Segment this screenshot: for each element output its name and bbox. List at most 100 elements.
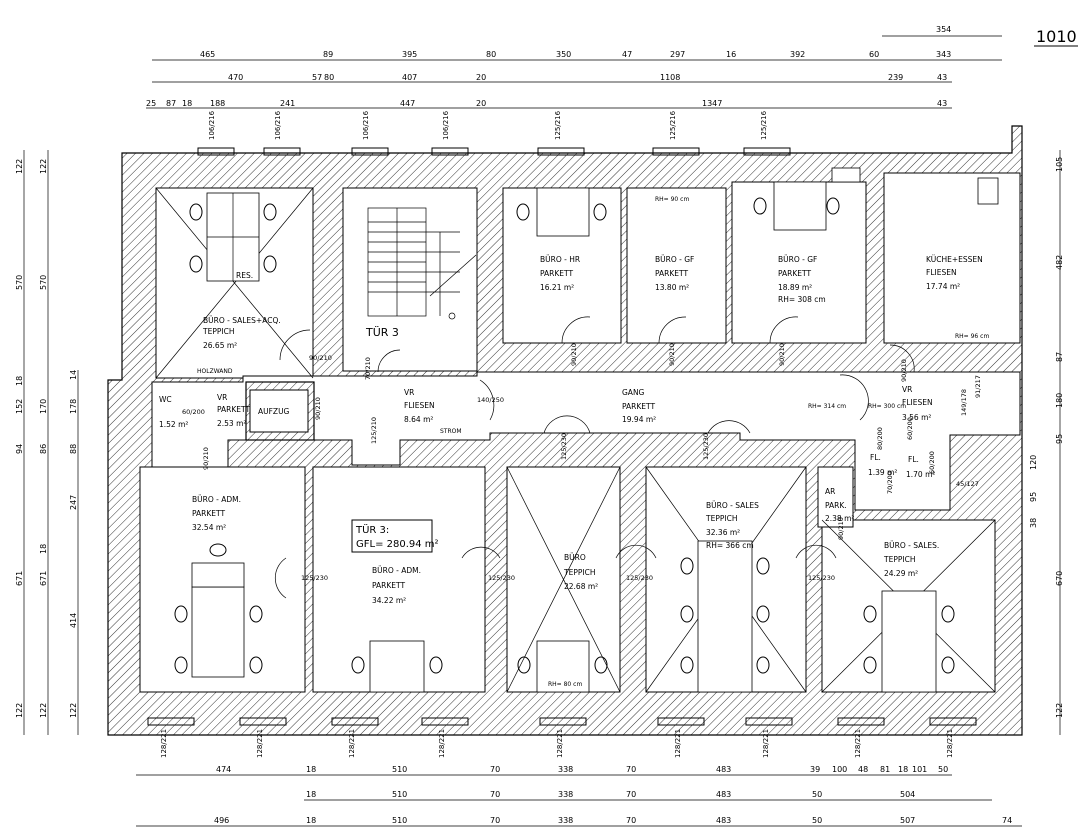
svg-text:1.52 m²: 1.52 m² <box>159 420 188 429</box>
svg-text:70: 70 <box>490 765 500 774</box>
svg-text:125/230: 125/230 <box>301 574 328 582</box>
svg-text:354: 354 <box>936 25 951 34</box>
svg-text:22.68 m²: 22.68 m² <box>564 582 598 591</box>
sheet-number: 1010 <box>1034 27 1078 47</box>
svg-text:74: 74 <box>1002 816 1012 825</box>
windows-top <box>197 147 791 156</box>
svg-text:120: 120 <box>1029 455 1038 470</box>
svg-text:483: 483 <box>716 765 731 774</box>
svg-text:90/210: 90/210 <box>778 343 786 366</box>
svg-text:87: 87 <box>166 99 176 108</box>
svg-text:48: 48 <box>858 765 868 774</box>
svg-text:8.64 m²: 8.64 m² <box>404 415 433 424</box>
svg-text:88: 88 <box>69 444 78 454</box>
svg-text:122: 122 <box>39 159 48 174</box>
svg-text:3.56 m²: 3.56 m² <box>902 413 931 422</box>
svg-text:PARK.: PARK. <box>825 501 847 510</box>
svg-text:125/216: 125/216 <box>760 110 768 140</box>
svg-text:STROM: STROM <box>440 428 462 435</box>
svg-text:106/216: 106/216 <box>442 110 450 140</box>
misc-labels: HOLZWAND STROM RH= 314 cm RH= 300 cm RH=… <box>197 196 989 688</box>
svg-text:BÜRO - SALES: BÜRO - SALES <box>706 501 759 510</box>
svg-text:70: 70 <box>490 790 500 799</box>
svg-text:FLIESEN: FLIESEN <box>926 268 957 277</box>
svg-text:106/216: 106/216 <box>208 110 216 140</box>
svg-text:90/210: 90/210 <box>202 447 210 470</box>
svg-text:125/210: 125/210 <box>370 417 378 444</box>
svg-text:RH= 300 cm: RH= 300 cm <box>868 403 906 410</box>
svg-text:128/221: 128/221 <box>256 729 264 758</box>
svg-text:94: 94 <box>15 444 24 454</box>
svg-text:14: 14 <box>69 370 78 380</box>
svg-text:507: 507 <box>900 816 915 825</box>
furniture <box>191 167 999 693</box>
svg-text:32.36 m²: 32.36 m² <box>706 528 740 537</box>
door-tags: 90/210 70/210 90/210 90/210 90/210 90/21… <box>182 343 982 582</box>
svg-text:241: 241 <box>280 99 295 108</box>
svg-text:510: 510 <box>392 765 407 774</box>
svg-text:PARKETT: PARKETT <box>217 405 250 414</box>
svg-text:70/200: 70/200 <box>886 471 894 494</box>
svg-text:FLIESEN: FLIESEN <box>404 401 435 410</box>
windows-bottom <box>147 717 977 726</box>
svg-text:18: 18 <box>182 99 192 108</box>
floor-summary: TÜR 3: GFL= 280.94 m² <box>351 519 439 553</box>
svg-text:510: 510 <box>392 790 407 799</box>
svg-text:670: 670 <box>1055 571 1064 586</box>
lift: AUFZUG <box>245 381 315 441</box>
svg-text:PARKETT: PARKETT <box>655 269 688 278</box>
svg-text:BÜRO - SALES+ACQ.: BÜRO - SALES+ACQ. <box>203 316 281 325</box>
svg-text:105: 105 <box>1055 157 1064 172</box>
svg-text:BÜRO: BÜRO <box>564 553 586 562</box>
svg-text:60/200: 60/200 <box>906 417 914 440</box>
svg-text:125/230: 125/230 <box>808 574 835 582</box>
svg-text:19.94 m²: 19.94 m² <box>622 415 656 424</box>
svg-text:BÜRO - GF: BÜRO - GF <box>778 255 817 264</box>
svg-text:18: 18 <box>15 376 24 386</box>
svg-text:38: 38 <box>1029 518 1038 528</box>
svg-text:247: 247 <box>69 495 78 510</box>
svg-text:1010: 1010 <box>1036 27 1077 46</box>
svg-text:70: 70 <box>626 765 636 774</box>
dims-top-row3: 25 87 18 188 241 447 20 1347 43 <box>146 99 947 108</box>
svg-text:125/230: 125/230 <box>488 574 515 582</box>
svg-text:343: 343 <box>936 50 951 59</box>
dims-right: 105 482 87 180 95 120 95 38 670 122 <box>1029 157 1064 718</box>
svg-text:50: 50 <box>812 790 822 799</box>
svg-text:128/221: 128/221 <box>348 729 356 758</box>
svg-text:122: 122 <box>1055 703 1064 718</box>
svg-text:122: 122 <box>15 159 24 174</box>
svg-text:TEPPICH: TEPPICH <box>883 555 915 564</box>
dims-bottom-row2: 18 510 70 338 70 483 50 504 <box>306 790 915 799</box>
stair <box>367 207 477 320</box>
svg-text:70: 70 <box>626 816 636 825</box>
svg-text:FL.: FL. <box>908 455 919 464</box>
svg-text:89: 89 <box>323 50 333 59</box>
dims-bottom-row1: 474 18 510 70 338 70 483 39 100 48 81 18… <box>216 765 948 774</box>
svg-text:GFL= 280.94 m²: GFL= 280.94 m² <box>356 539 439 550</box>
svg-text:239: 239 <box>888 73 903 82</box>
svg-text:VR: VR <box>217 393 227 402</box>
svg-text:KÜCHE+ESSEN: KÜCHE+ESSEN <box>926 255 983 264</box>
svg-text:PARKETT: PARKETT <box>778 269 811 278</box>
svg-text:106/216: 106/216 <box>274 110 282 140</box>
window-tags-top: 106/216 106/216 106/216 106/216 125/216 … <box>208 110 768 140</box>
svg-text:81: 81 <box>880 765 890 774</box>
svg-text:125/216: 125/216 <box>554 110 562 140</box>
svg-text:45/127: 45/127 <box>956 480 979 488</box>
svg-text:122: 122 <box>15 703 24 718</box>
dims-left-inner: 14 178 88 247 414 122 <box>69 370 78 718</box>
svg-text:RH= 80 cm: RH= 80 cm <box>548 681 582 688</box>
dims-left-mid: 122 570 170 86 18 671 122 <box>39 159 48 718</box>
stair-label: TÜR 3 <box>365 326 399 339</box>
svg-text:1347: 1347 <box>702 99 722 108</box>
svg-text:122: 122 <box>39 703 48 718</box>
svg-text:86: 86 <box>39 444 48 454</box>
svg-text:407: 407 <box>402 73 417 82</box>
svg-text:465: 465 <box>200 50 215 59</box>
svg-text:125/230: 125/230 <box>702 433 710 460</box>
svg-text:18: 18 <box>306 816 316 825</box>
svg-text:BÜRO - ADM.: BÜRO - ADM. <box>192 495 241 504</box>
dims-top-row1: 465 89 395 80 350 47 297 16 392 60 343 3… <box>200 25 951 59</box>
